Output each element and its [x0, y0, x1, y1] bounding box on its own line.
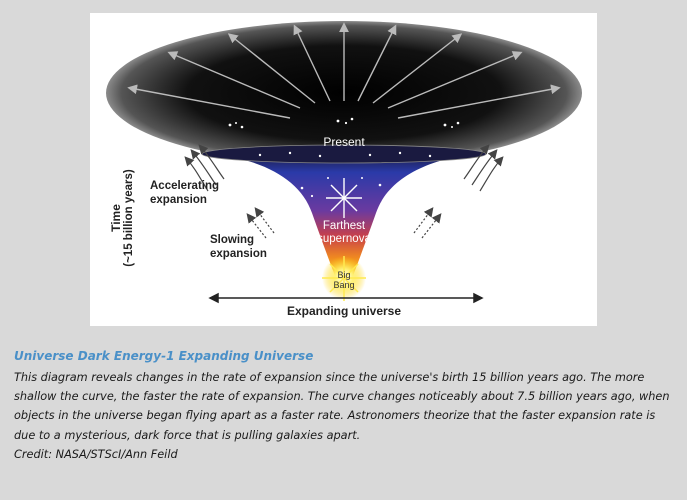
- time-axis-label: Time: [109, 204, 123, 232]
- big-bang-label-line2: Bang: [333, 280, 354, 290]
- caption-description: This diagram reveals changes in the rate…: [14, 368, 679, 445]
- expansion-diagram: Present Time (~15 billion years) Acceler…: [90, 13, 597, 326]
- expanding-universe-label: Expanding universe: [287, 304, 401, 318]
- figure-caption: Universe Dark Energy-1 Expanding Univers…: [14, 347, 679, 464]
- caption-title-link[interactable]: Universe Dark Energy-1 Expanding Univers…: [14, 347, 679, 365]
- farthest-supernova-label-line2: supernova: [317, 233, 371, 245]
- big-bang-label-line1: Big: [337, 270, 350, 280]
- accelerating-label-line2: expansion: [150, 194, 207, 206]
- caption-credit: Credit: NASA/STScI/Ann Feild: [14, 445, 679, 464]
- present-label: Present: [323, 135, 365, 149]
- time-axis-sublabel: (~15 billion years): [123, 169, 135, 267]
- farthest-supernova-label-line1: Farthest: [323, 220, 366, 232]
- slowing-label-line2: expansion: [210, 248, 267, 260]
- slowing-label-line1: Slowing: [210, 234, 254, 246]
- slowing-arrows-right: [414, 209, 440, 238]
- expansion-diagram-svg: Present Time (~15 billion years) Acceler…: [90, 13, 597, 326]
- accelerating-label-line1: Accelerating: [150, 180, 219, 192]
